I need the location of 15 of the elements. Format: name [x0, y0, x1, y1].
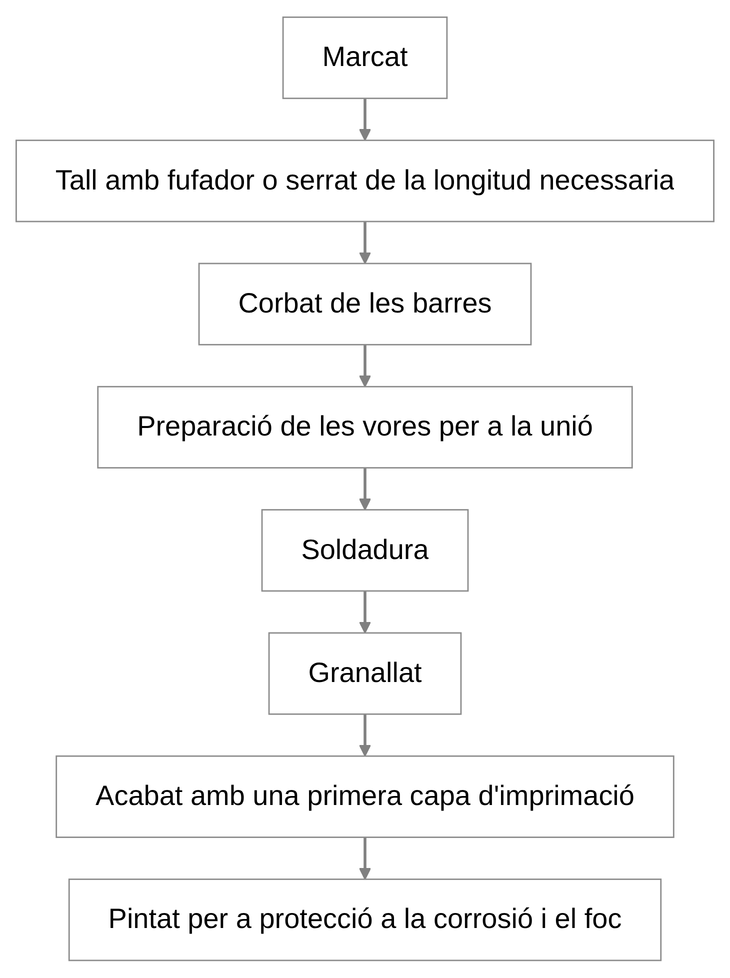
node-box: Pintat per a protecció a la corrosió i el foc: [68, 878, 662, 962]
node-box: Tall amb fufador o serrat de la longitud necessaria: [16, 140, 714, 222]
arrow: [358, 222, 372, 264]
arrow: [358, 591, 372, 634]
node-box: Corbat de les barres: [198, 263, 532, 346]
node-box: Preparació de les vores per a la unió: [97, 386, 633, 469]
node-box: Soldadura: [261, 509, 469, 592]
arrow: [358, 837, 372, 880]
node-box: Marcat: [282, 16, 448, 100]
arrow: [358, 468, 372, 511]
arrow: [358, 714, 372, 757]
arrow: [358, 98, 372, 142]
node-box: Granallat: [268, 632, 462, 715]
arrow: [358, 344, 372, 388]
node-box: Acabat amb una primera capa d'imprimació: [56, 756, 674, 838]
